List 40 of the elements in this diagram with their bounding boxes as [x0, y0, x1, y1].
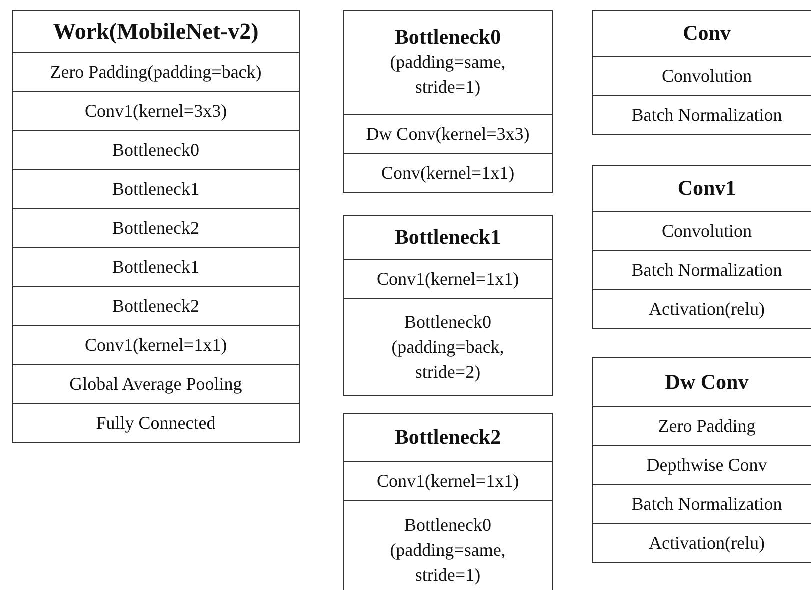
layer-row: Fully Connected	[13, 403, 299, 442]
layer-row: Conv1(kernel=3x3)	[13, 91, 299, 130]
layer-row: Bottleneck0 (padding=same, stride=1)	[344, 500, 552, 590]
layer-table	[343, 413, 553, 590]
table-subheading: (padding=same, stride=1)	[389, 51, 507, 99]
layer-row: Batch Normalization	[593, 250, 811, 289]
table-heading: Bottleneck2	[394, 425, 502, 450]
layer-row: Batch Normalization	[593, 95, 811, 134]
layer-row: Bottleneck1	[13, 169, 299, 208]
layer-row: Dw Conv(kernel=3x3)	[344, 114, 552, 153]
layer-row: Bottleneck0	[13, 130, 299, 169]
layer-table	[592, 10, 811, 135]
layer-row: Bottleneck2	[13, 208, 299, 247]
layer-table	[343, 10, 553, 193]
layer-row: Zero Padding(padding=back)	[13, 52, 299, 91]
layer-row: Global Average Pooling	[13, 364, 299, 403]
table-heading: Bottleneck0	[394, 25, 502, 50]
layer-row: Batch Normalization	[593, 484, 811, 523]
layer-row: Activation(relu)	[593, 523, 811, 562]
layer-table	[12, 10, 300, 443]
layer-row: Conv(kernel=1x1)	[344, 153, 552, 192]
layer-row: Conv1(kernel=1x1)	[13, 325, 299, 364]
layer-row: Convolution	[593, 211, 811, 250]
table-heading: Dw Conv	[665, 370, 749, 394]
layer-row: Depthwise Conv	[593, 445, 811, 484]
table-heading: Work(MobileNet-v2)	[53, 18, 259, 44]
layer-row: Bottleneck0 (padding=back, stride=2)	[344, 298, 552, 395]
table-heading: Conv1	[678, 176, 736, 201]
layer-row: Bottleneck1	[13, 247, 299, 286]
layer-table	[592, 357, 811, 563]
layer-row: Conv1(kernel=1x1)	[344, 259, 552, 298]
layer-row: Convolution	[593, 56, 811, 95]
layer-row: Zero Padding	[593, 406, 811, 445]
layer-row: Conv1(kernel=1x1)	[344, 461, 552, 500]
table-heading: Bottleneck1	[394, 225, 502, 250]
table-heading: Conv	[683, 21, 731, 46]
layer-table	[343, 215, 553, 396]
layer-row: Activation(relu)	[593, 289, 811, 328]
layer-row: Bottleneck2	[13, 286, 299, 325]
layer-table	[592, 165, 811, 329]
